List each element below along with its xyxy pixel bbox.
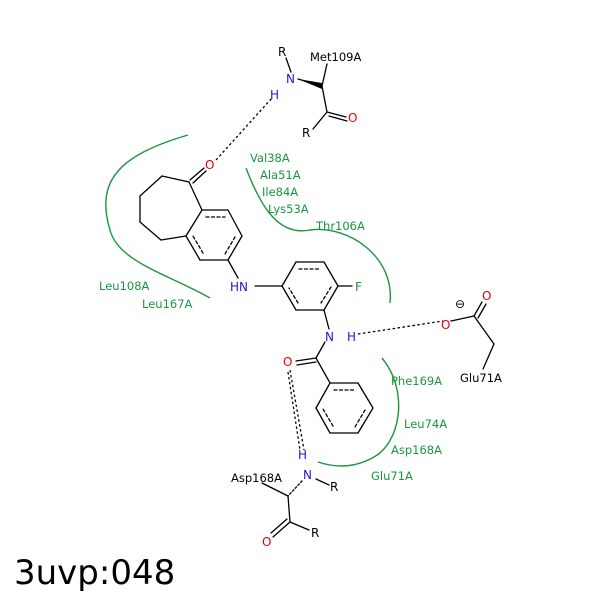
bicyclic-ring xyxy=(139,167,243,279)
label-lys53: Lys53A xyxy=(268,202,309,216)
hbond-amide-glu71 xyxy=(357,320,444,335)
arc-left xyxy=(105,134,211,299)
label-thr106: Thr106A xyxy=(315,219,365,233)
atom-f: F xyxy=(355,280,362,294)
atom-h-bottom: H xyxy=(298,448,307,462)
atom-o-carboxy2: O xyxy=(441,318,450,332)
atom-h-top: H xyxy=(270,88,279,102)
fluorophenyl-ring xyxy=(254,261,353,330)
label-ala51: Ala51A xyxy=(260,168,301,182)
atom-labels: R N H O R O HN F N H O ⊖ O O H N R O R xyxy=(205,45,491,549)
met109-backbone xyxy=(285,57,348,130)
atom-n-bottom: N xyxy=(303,468,312,482)
atom-o-ketone: O xyxy=(205,158,214,172)
atom-o-top: O xyxy=(348,111,357,125)
ligand-id-label: 3uvp:048 xyxy=(14,553,175,593)
label-val38: Val38A xyxy=(250,151,290,165)
atom-n-amide: N xyxy=(325,330,334,344)
label-asp168-backbone: Asp168A xyxy=(231,471,282,485)
atom-h-amide: H xyxy=(347,330,356,344)
label-leu167: Leu167A xyxy=(142,297,193,311)
arc-upper-right xyxy=(245,167,391,304)
residue-labels: Met109A Glu71A Asp168A Val38A Ala51A Ile… xyxy=(99,50,502,485)
atom-n-top: N xyxy=(286,72,295,86)
hbond-ketone-met109 xyxy=(215,97,273,161)
atom-nh-amine: HN xyxy=(230,280,248,294)
arc-lower-right xyxy=(317,357,400,467)
label-leu108: Leu108A xyxy=(99,279,150,293)
label-phe169: Phe169A xyxy=(391,374,442,388)
contact-arcs xyxy=(105,134,400,467)
atom-r-mid: R xyxy=(302,126,310,140)
asp168-backbone xyxy=(261,478,330,538)
atom-r-bottom: R xyxy=(330,480,338,494)
atom-o-bottom: O xyxy=(262,535,271,549)
atom-charge: ⊖ xyxy=(455,297,465,311)
atom-o-carboxy1: O xyxy=(482,289,491,303)
atom-r-bottom2: R xyxy=(311,526,319,540)
hydrogen-bonds xyxy=(215,97,444,451)
label-asp168: Asp168A xyxy=(391,443,442,457)
label-glu71-carboxylate: Glu71A xyxy=(460,371,502,385)
label-met109: Met109A xyxy=(310,50,361,64)
glu71-carboxylate xyxy=(450,301,495,370)
atom-o-amide: O xyxy=(283,355,292,369)
hbond-amideO-asp168 xyxy=(289,369,305,451)
label-glu71: Glu71A xyxy=(371,469,413,483)
label-ile84: Ile84A xyxy=(262,185,298,199)
atom-r-top: R xyxy=(278,45,286,59)
label-leu74: Leu74A xyxy=(404,417,447,431)
benzamide xyxy=(295,341,374,434)
